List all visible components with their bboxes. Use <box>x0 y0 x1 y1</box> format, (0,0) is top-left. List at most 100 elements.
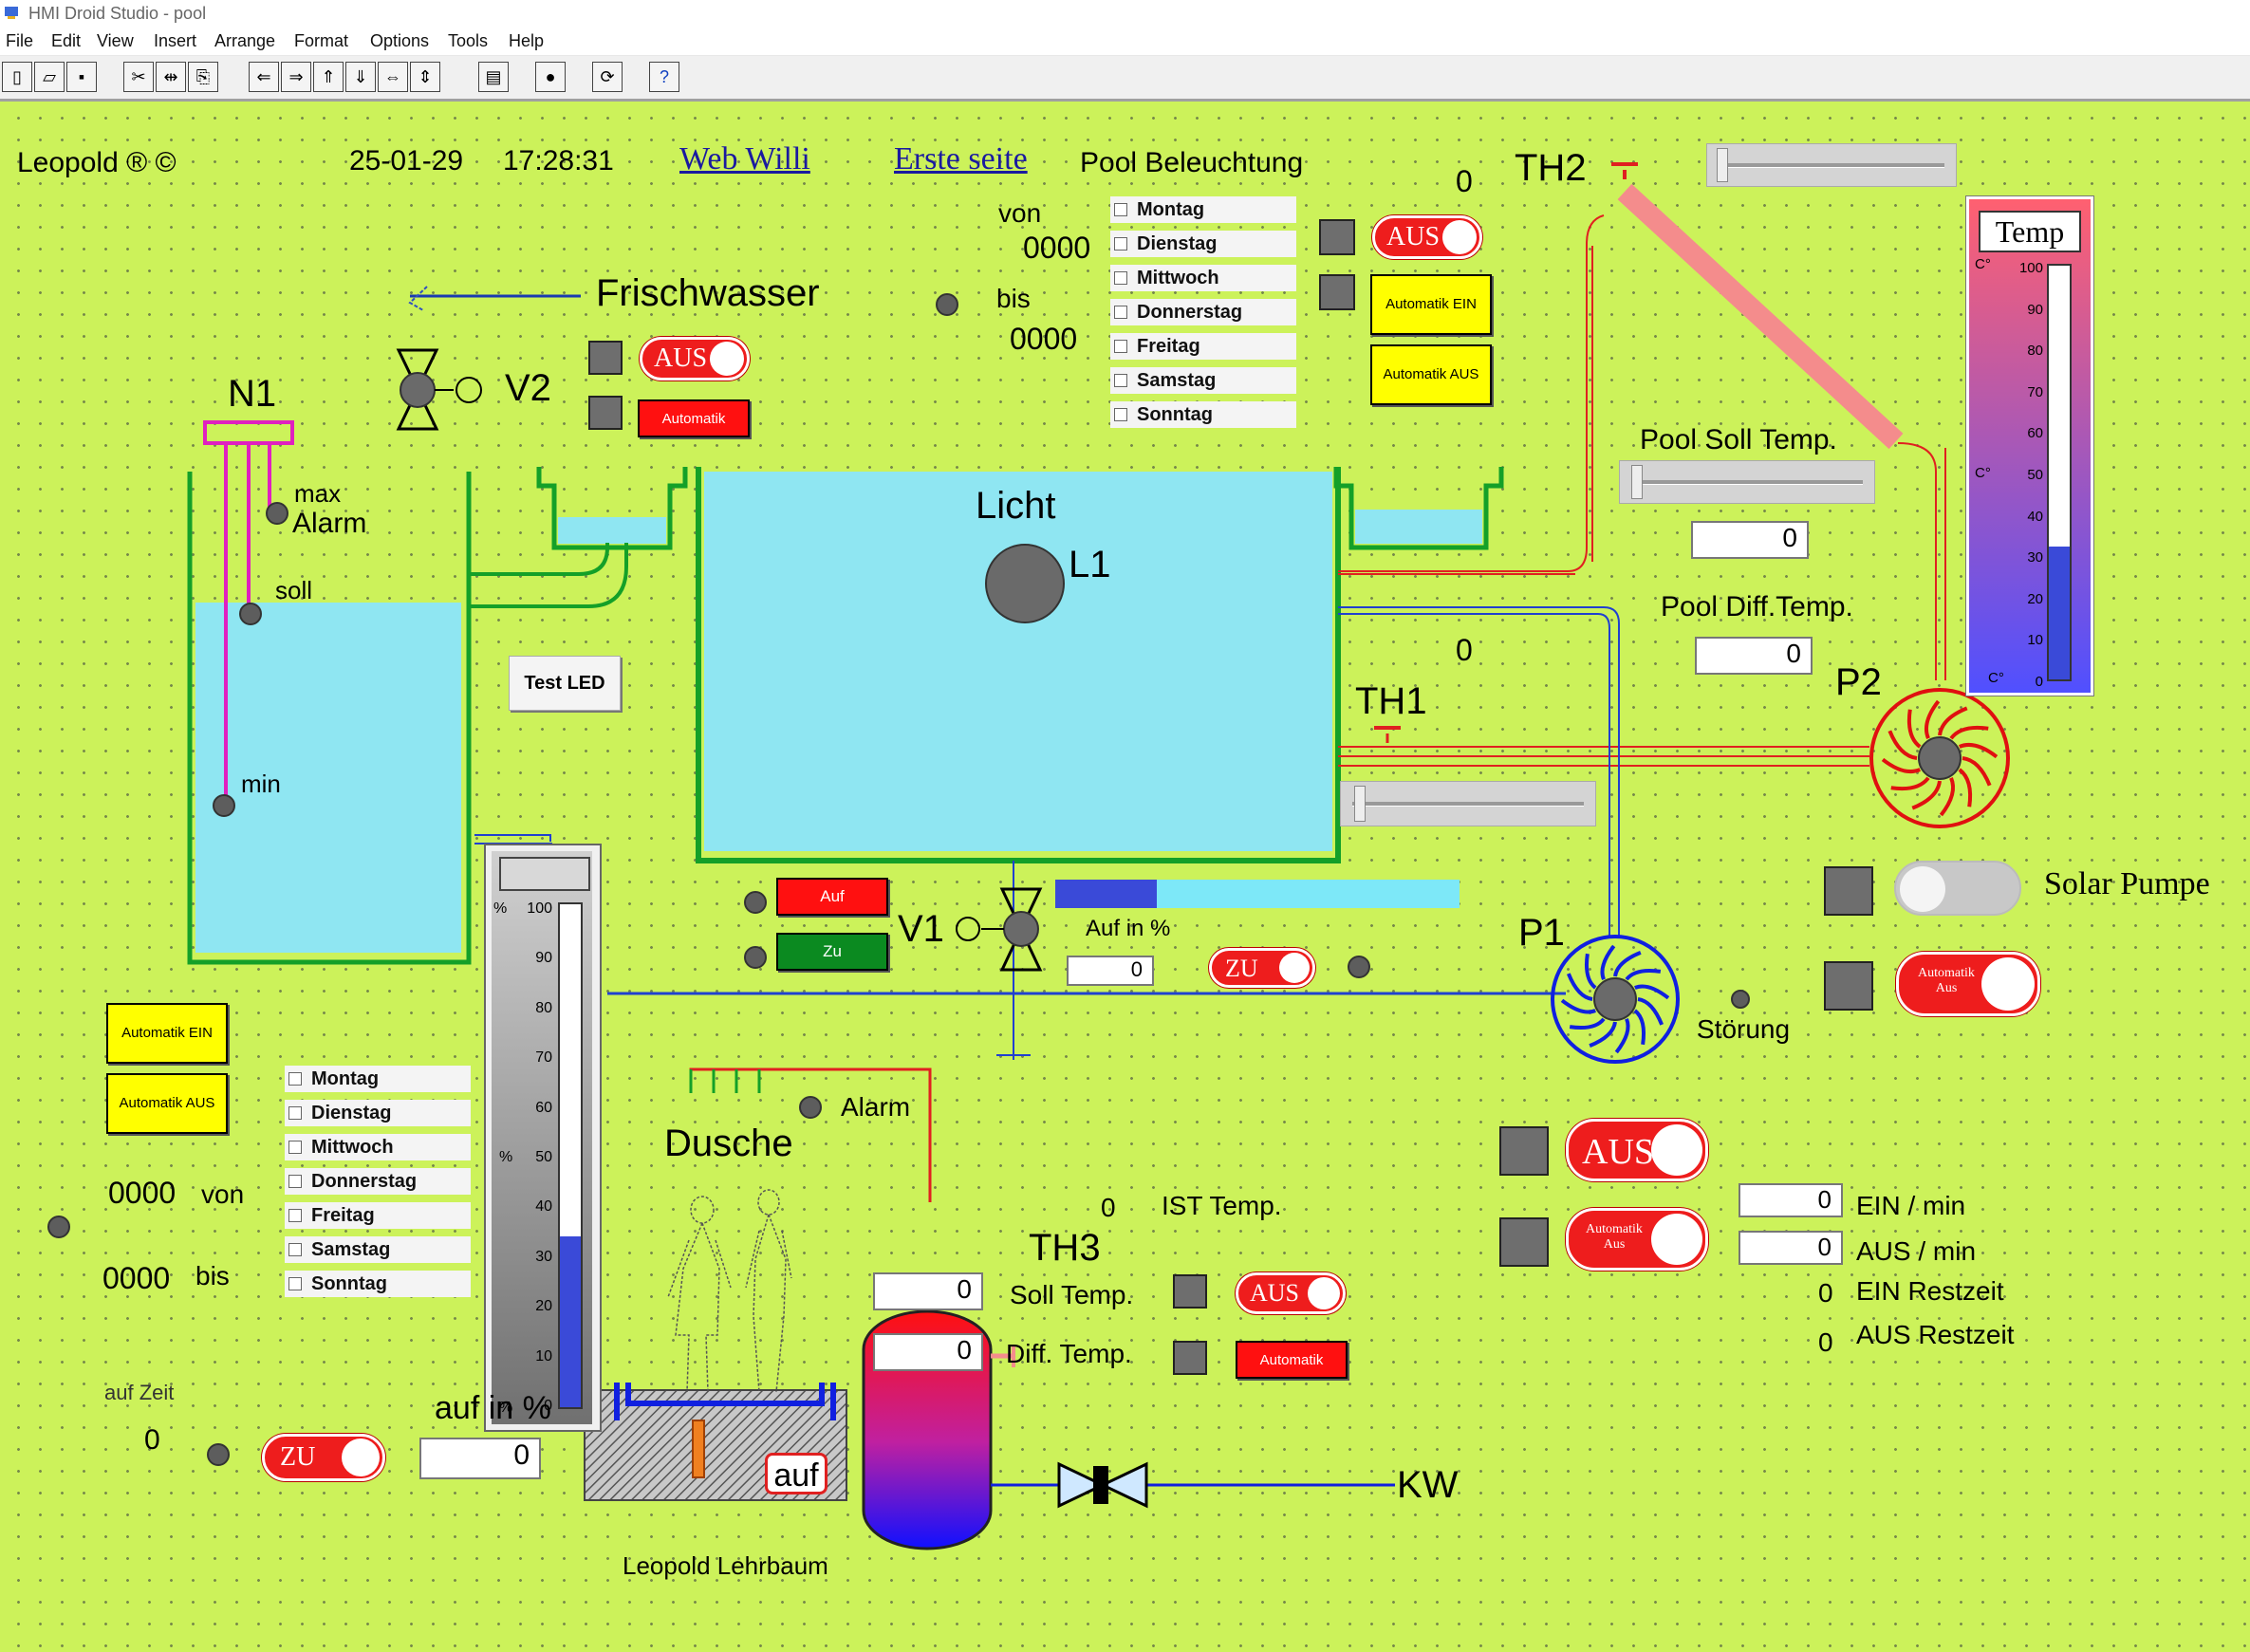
shower-auf-zeit-value: 0 <box>144 1424 160 1456</box>
shower-alarm-label: Alarm <box>841 1092 911 1122</box>
v1-open-bar <box>1055 880 1460 908</box>
same-width-icon[interactable]: ⇔ <box>378 62 408 92</box>
shower-auf-pct-input[interactable]: 0 <box>419 1438 541 1479</box>
pump-blade <box>1589 1021 1617 1049</box>
level-gauge-tube <box>558 902 583 1409</box>
menu-options[interactable]: Options <box>370 31 430 50</box>
web-willi-link[interactable]: Web Willi <box>679 141 810 176</box>
n1-max-led <box>266 502 288 525</box>
menu-file[interactable]: File <box>6 31 34 50</box>
boiler-auto-button[interactable]: Automatik <box>1236 1341 1348 1379</box>
shower-day-dienstag[interactable]: Dienstag <box>285 1100 471 1126</box>
boiler-aus-toggle[interactable]: AUS <box>1236 1272 1346 1314</box>
level-gauge-unit-mid: % <box>499 1149 513 1165</box>
shower-bis-value[interactable]: 0000 <box>102 1261 171 1295</box>
menu-help[interactable]: Help <box>509 31 545 50</box>
n1-soll-led <box>239 603 262 625</box>
light-day-montag[interactable]: Montag <box>1110 196 1296 223</box>
align-top-icon[interactable]: ⇑ <box>313 62 344 92</box>
shower-day-donnerstag[interactable]: Donnerstag <box>285 1168 471 1195</box>
pool-soll-temp-slider[interactable] <box>1619 460 1875 504</box>
pump-timer-auto-toggle[interactable]: Automatik Aus <box>1566 1208 1708 1271</box>
shower-day-montag[interactable]: Montag <box>285 1066 471 1092</box>
shower-day-samstag[interactable]: Samstag <box>285 1236 471 1263</box>
v1-zu-toggle[interactable]: ZU <box>1209 948 1315 988</box>
erste-seite-link[interactable]: Erste seite <box>894 141 1028 176</box>
thermometer-tick-label: 90 <box>2027 301 2043 318</box>
toolbar: ▯ ▱ ▪ ✂ ⇹ ⎘ ⇐ ⇒ ⇑ ⇓ ⇔ ⇕ ▤ ● ⟳ ? <box>0 56 2250 102</box>
light-auto-on-button[interactable]: Automatik EIN <box>1370 274 1492 335</box>
test-led-button[interactable]: Test LED <box>509 656 621 711</box>
light-bis-value[interactable]: 0000 <box>1010 322 1078 356</box>
shower-day-mittwoch[interactable]: Mittwoch <box>285 1134 471 1160</box>
shower-auf-button[interactable]: auf <box>765 1453 827 1494</box>
level-gauge-tick-label: 100 <box>527 900 552 917</box>
align-left-icon[interactable]: ⇐ <box>249 62 279 92</box>
v1-label: V1 <box>898 908 944 950</box>
shower-day-freitag[interactable]: Freitag <box>285 1202 471 1229</box>
menu-format[interactable]: Format <box>294 31 349 50</box>
paste-icon[interactable]: ⎘ <box>188 62 218 92</box>
menu-view[interactable]: View <box>97 31 134 50</box>
v2-status-indicator <box>588 341 623 375</box>
light-bis-label: bis <box>996 284 1031 313</box>
light-auto-off-button[interactable]: Automatik AUS <box>1370 344 1492 405</box>
th1-slider[interactable] <box>1340 781 1596 826</box>
thermometer-tube <box>2047 264 2072 681</box>
save-icon[interactable]: ▪ <box>66 62 97 92</box>
pump-ein-min-label: EIN / min <box>1856 1191 1966 1220</box>
solar-auto-toggle[interactable]: Automatik Aus <box>1896 952 2040 1016</box>
pump-blade <box>1567 973 1593 1001</box>
pool-diff-temp-input[interactable]: 0 <box>1695 637 1813 675</box>
pool-diff-temp-label: Pool Diff.Temp. <box>1661 591 1853 622</box>
pump-ein-min-input[interactable]: 0 <box>1739 1183 1843 1217</box>
shower-auto-on-button[interactable]: Automatik EIN <box>106 1003 228 1064</box>
light-status-indicator <box>1319 219 1355 255</box>
pump-blade <box>1924 699 1941 740</box>
boiler-diff-input[interactable]: 0 <box>873 1333 983 1371</box>
align-bottom-icon[interactable]: ⇓ <box>345 62 376 92</box>
light-day-donnerstag[interactable]: Donnerstag <box>1110 299 1296 325</box>
light-day-samstag[interactable]: Samstag <box>1110 367 1296 394</box>
p1-pump-icon <box>1551 935 1680 1064</box>
solar-pump-toggle[interactable] <box>1894 861 2021 916</box>
pump-aus-min-input[interactable]: 0 <box>1739 1231 1843 1265</box>
pump-blade <box>1887 730 1918 760</box>
th2-slider[interactable] <box>1706 143 1957 187</box>
run-icon[interactable]: ● <box>535 62 566 92</box>
light-day-sonntag[interactable]: Sonntag <box>1110 401 1296 428</box>
light-day-mittwoch[interactable]: Mittwoch <box>1110 265 1296 291</box>
properties-icon[interactable]: ▤ <box>478 62 509 92</box>
align-right-icon[interactable]: ⇒ <box>281 62 311 92</box>
new-file-icon[interactable]: ▯ <box>2 62 32 92</box>
pool-soll-temp-input[interactable]: 0 <box>1691 521 1809 559</box>
same-height-icon[interactable]: ⇕ <box>410 62 440 92</box>
v1-open-button[interactable]: Auf <box>776 878 888 916</box>
refresh-icon[interactable]: ⟳ <box>592 62 623 92</box>
menu-tools[interactable]: Tools <box>448 31 489 50</box>
v2-aus-toggle[interactable]: AUS <box>640 337 750 381</box>
menu-edit[interactable]: Edit <box>51 31 82 50</box>
shower-von-value[interactable]: 0000 <box>108 1176 177 1210</box>
open-folder-icon[interactable]: ▱ <box>34 62 65 92</box>
shower-day-sonntag[interactable]: Sonntag <box>285 1271 471 1297</box>
menu-arrange[interactable]: Arrange <box>214 31 276 50</box>
v1-open-pct-input[interactable]: 0 <box>1067 956 1154 986</box>
light-aus-toggle[interactable]: AUS <box>1372 215 1482 259</box>
shower-auto-off-button[interactable]: Automatik AUS <box>106 1073 228 1134</box>
pump-timer-aus-toggle[interactable]: AUS <box>1566 1119 1708 1181</box>
light-day-freitag[interactable]: Freitag <box>1110 333 1296 360</box>
shower-zu-toggle[interactable]: ZU <box>262 1434 385 1481</box>
boiler-soll-input[interactable]: 0 <box>873 1272 983 1310</box>
help-icon[interactable]: ? <box>649 62 679 92</box>
v1-close-button[interactable]: Zu <box>776 933 888 971</box>
flip-icon[interactable]: ⇹ <box>156 62 186 92</box>
light-day-dienstag[interactable]: Dienstag <box>1110 231 1296 257</box>
menu-insert[interactable]: Insert <box>154 31 197 50</box>
pool-wall <box>696 467 1341 863</box>
cut-icon[interactable]: ✂ <box>123 62 154 92</box>
v2-auto-button[interactable]: Automatik <box>638 399 750 437</box>
light-von-value[interactable]: 0000 <box>1023 231 1091 265</box>
pump-blade <box>1939 776 1956 817</box>
